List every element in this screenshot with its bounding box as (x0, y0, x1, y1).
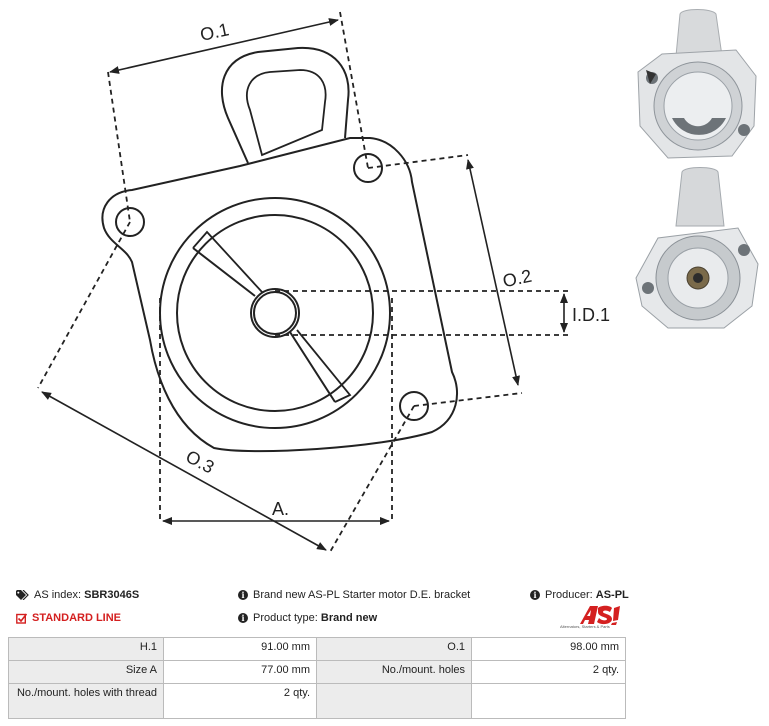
tag-icon (16, 590, 29, 600)
table-row: Size A 77.00 mm No./mount. holes 2 qty. (8, 660, 626, 684)
label-o1: O.1 (198, 19, 231, 45)
label-a: A. (272, 499, 289, 519)
drawing-top-lug-inner (246, 69, 327, 157)
drawing-inner-circle (176, 214, 374, 412)
description: i Brand new AS-PL Starter motor D.E. bra… (238, 589, 470, 601)
label-o2: O.2 (501, 266, 534, 292)
spec-value: 77.00 mm (163, 660, 317, 684)
producer-value: AS-PL (595, 589, 629, 601)
producer-label: Producer: (545, 589, 593, 601)
standard-line-label: STANDARD LINE (32, 612, 122, 624)
info-icon: i (238, 613, 248, 623)
product-photo-front (632, 6, 762, 164)
as-index: AS index: SBR3046S (16, 589, 139, 601)
spec-value: 2 qty. (163, 683, 317, 719)
spec-label-empty (316, 683, 472, 719)
technical-drawing: O.1 O.2 O.3 A. I.D.1 (37, 11, 610, 553)
specs-table: H.1 91.00 mm O.1 98.00 mm Size A 77.00 m… (8, 637, 626, 719)
spec-value: 98.00 mm (471, 637, 626, 661)
product-type: i Product type: Brand new (238, 612, 377, 624)
drawing-outer-circle (159, 197, 391, 429)
drawing-center-bore-inner (253, 291, 297, 335)
product-type-value: Brand new (320, 612, 378, 624)
logo-tagline: Alternators, Starters & Parts (560, 624, 610, 629)
drawing-center-bore (250, 288, 300, 338)
table-row: No./mount. holes with thread 2 qty. (8, 683, 626, 719)
spec-label: O.1 (316, 637, 472, 661)
table-row: H.1 91.00 mm O.1 98.00 mm (8, 637, 626, 661)
drawing-hole-bottom (399, 391, 429, 421)
spec-label: No./mount. holes (316, 660, 472, 684)
spec-label: No./mount. holes with thread (8, 683, 164, 719)
drawing-hole-left (115, 207, 145, 237)
spec-value: 91.00 mm (163, 637, 317, 661)
producer: i Producer: AS-PL (530, 589, 629, 601)
info-icon: i (238, 590, 248, 600)
checkbox-icon (16, 613, 27, 624)
drawing-hole-top (353, 153, 383, 183)
as-pl-logo (580, 605, 620, 625)
product-type-label: Product type: (253, 612, 318, 624)
spec-value-empty (471, 683, 626, 719)
spec-label: H.1 (8, 637, 164, 661)
as-index-label: AS index: (34, 589, 82, 601)
spec-value: 2 qty. (471, 660, 626, 684)
spec-label: Size A (8, 660, 164, 684)
as-index-value: SBR3046S (84, 589, 140, 601)
product-photo-angle (632, 166, 762, 332)
drawing-flange (101, 137, 459, 453)
drawing-sector (192, 247, 336, 403)
label-id1: I.D.1 (572, 305, 610, 325)
description-text: Brand new AS-PL Starter motor D.E. brack… (253, 589, 471, 601)
info-icon: i (530, 590, 540, 600)
standard-line: STANDARD LINE (16, 612, 121, 624)
